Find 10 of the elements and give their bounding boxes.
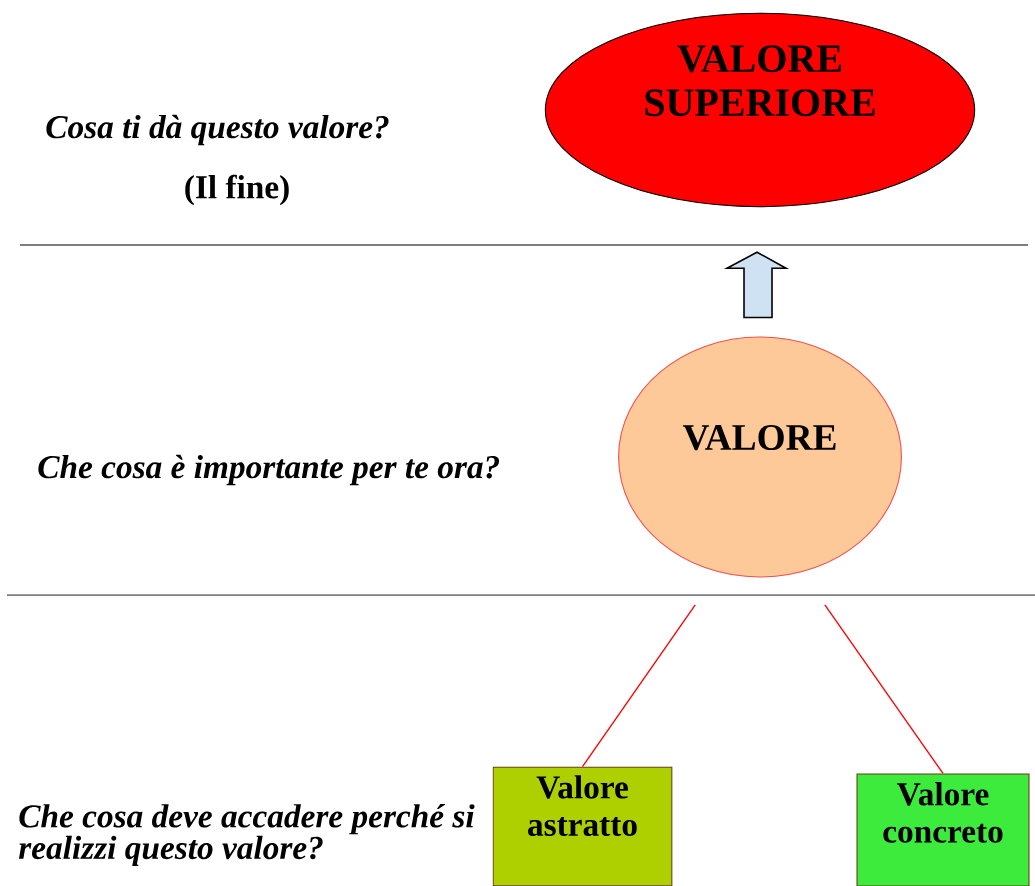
question-text: (Il fine) xyxy=(185,174,289,206)
value-box: Valore concreto xyxy=(856,773,1030,886)
block-arrow xyxy=(723,251,790,319)
value-box: Valore astratto xyxy=(492,766,673,886)
connector-line xyxy=(581,604,696,768)
ellipse-node: VALORE xyxy=(618,336,902,578)
connector-line xyxy=(824,604,944,775)
question-text: Cosa ti dà questo valore? xyxy=(46,114,389,146)
ellipse-node: VALORE SUPERIORE xyxy=(544,12,976,208)
question-text: Che cosa è importante per te ora? xyxy=(38,454,499,486)
